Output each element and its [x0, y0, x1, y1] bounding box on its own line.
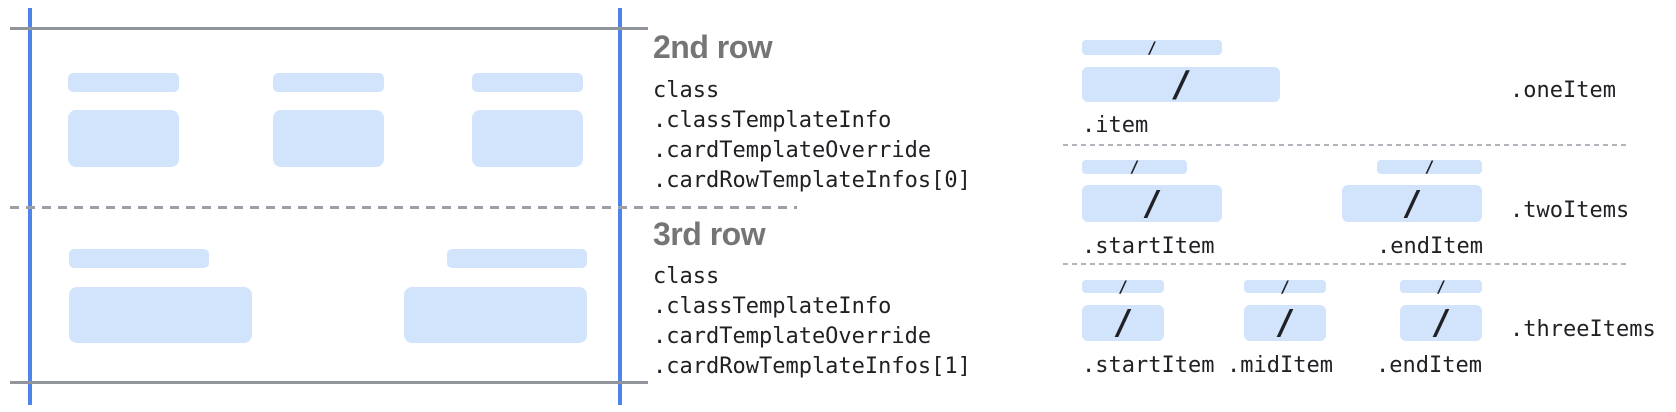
code-path-line: .classTemplateInfo	[653, 108, 892, 133]
item-label: .endItem	[1376, 353, 1482, 378]
code-path: class .classTemplateInfo .cardTemplateOv…	[653, 76, 971, 196]
code-path-line: .cardRowTemplateInfos[0]	[653, 168, 971, 193]
placeholder-value-box	[69, 287, 252, 343]
slash-placeholder: /	[1280, 276, 1290, 296]
code-path-line: .cardTemplateOverride	[653, 324, 932, 349]
item-label: .startItem	[1082, 353, 1215, 378]
slash-placeholder: /	[1112, 303, 1134, 343]
code-path-line: class	[653, 264, 720, 289]
code-path-line: class	[653, 78, 720, 103]
placeholder-value-box	[273, 110, 384, 167]
layout-label: .threeItems	[1510, 317, 1656, 342]
placeholder-value-box	[68, 110, 179, 167]
item-label: .item	[1082, 113, 1149, 138]
item-label-bar: /	[1377, 157, 1482, 176]
item-value-bar: /	[1400, 305, 1482, 341]
item-value-bar: /	[1342, 185, 1482, 222]
item-label-bar: /	[1082, 276, 1164, 296]
placeholder-value-box	[472, 110, 583, 167]
placeholder-label-bar	[68, 73, 179, 92]
slash-placeholder: /	[1430, 303, 1452, 343]
card-top-line	[10, 27, 648, 30]
item-value-bar: /	[1244, 305, 1326, 341]
layout-label: .twoItems	[1510, 198, 1630, 223]
slash-placeholder: /	[1424, 157, 1435, 176]
item-value-bar: /	[1082, 63, 1280, 105]
code-path-line: .cardRowTemplateInfos[1]	[653, 354, 971, 379]
item-label-bar: /	[1082, 157, 1187, 176]
slash-placeholder: /	[1401, 183, 1423, 224]
item-label-bar: /	[1082, 37, 1222, 57]
row-heading: 2nd row	[653, 29, 773, 65]
code-path-line: .cardTemplateOverride	[653, 138, 932, 163]
card-bottom-line	[10, 381, 648, 384]
item-label: .startItem	[1082, 234, 1215, 259]
placeholder-label-bar	[447, 249, 587, 268]
placeholder-label-bar	[69, 249, 209, 268]
code-path: class .classTemplateInfo .cardTemplateOv…	[653, 262, 971, 382]
slash-placeholder: /	[1129, 157, 1140, 176]
slash-placeholder: /	[1436, 276, 1446, 296]
layout-label: .oneItem	[1510, 78, 1616, 103]
slash-placeholder: /	[1147, 37, 1157, 57]
code-path-line: .classTemplateInfo	[653, 294, 892, 319]
placeholder-label-bar	[472, 73, 583, 92]
item-value-bar: /	[1082, 305, 1164, 341]
slash-placeholder: /	[1141, 183, 1163, 224]
layout-divider-dotted	[1063, 144, 1630, 146]
card-row-divider-dashed	[10, 206, 797, 209]
row-heading: 3rd row	[653, 216, 766, 252]
slash-placeholder: /	[1170, 63, 1192, 105]
item-value-bar: /	[1082, 185, 1222, 222]
item-label-bar: /	[1244, 276, 1326, 296]
placeholder-value-box	[404, 287, 587, 343]
slash-placeholder: /	[1118, 276, 1128, 296]
item-label-bar: /	[1400, 276, 1482, 296]
layout-divider-dotted	[1063, 263, 1630, 265]
item-label: .endItem	[1377, 234, 1483, 259]
item-label: .midItem	[1227, 353, 1333, 378]
slash-placeholder: /	[1274, 303, 1296, 343]
placeholder-label-bar	[273, 73, 384, 92]
